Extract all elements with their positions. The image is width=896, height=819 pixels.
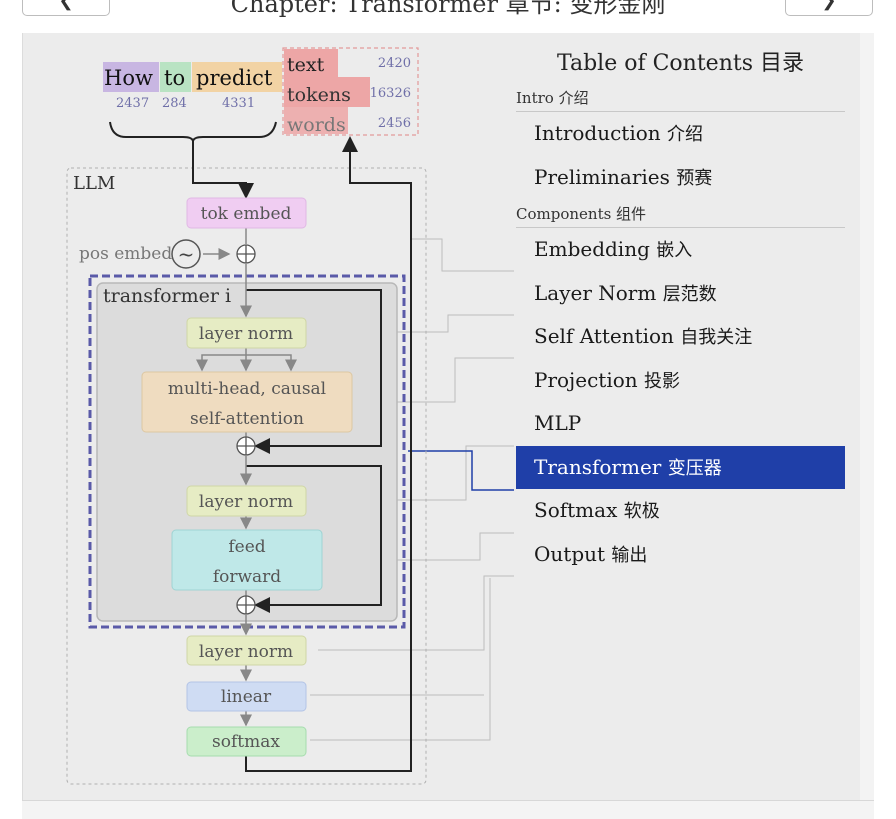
linear-block[interactable]: linear	[186, 681, 307, 712]
bottom-strip	[22, 800, 874, 819]
attention-label-line1: multi-head, causal	[168, 379, 326, 399]
ffn-label-line2: forward	[213, 567, 281, 587]
output-probabilities: text tokens words 2420 16326 2456	[282, 47, 419, 136]
toc-item-transformer[interactable]: Transformer 变压器	[516, 445, 845, 489]
token-id: 284	[162, 96, 187, 111]
input-word-box	[192, 62, 282, 92]
toc-section-components: Components 组件	[516, 201, 845, 228]
ffn-label-line1: feed	[228, 537, 265, 557]
pos-embed-icon: ~	[171, 239, 201, 269]
pos-embed-label: pos embed	[79, 244, 172, 264]
output-label: tokens	[287, 84, 351, 106]
output-bar	[284, 107, 348, 134]
layer-norm-label: layer norm	[199, 492, 293, 512]
flow-lines	[192, 136, 412, 772]
output-label: words	[287, 114, 346, 136]
toc-item-label: Transformer	[534, 454, 662, 479]
input-word: to	[164, 66, 185, 90]
toc-item-label-zh: 软极	[623, 501, 660, 522]
toc-item-label: MLP	[534, 411, 582, 435]
llm-label: LLM	[73, 173, 115, 194]
layer-norm-block[interactable]: layer norm	[186, 485, 307, 517]
output-bar	[284, 77, 370, 107]
toc-item-preliminaries[interactable]: Preliminaries 预赛	[516, 156, 845, 200]
toc-item-label: Projection	[534, 367, 638, 392]
toc-item-label: Introduction	[534, 121, 661, 145]
toc-item-projection[interactable]: Projection 投影	[516, 359, 845, 403]
add-icon	[236, 595, 256, 615]
toc-item-self-attention[interactable]: Self Attention 自我关注	[516, 315, 845, 359]
input-word: predict	[196, 66, 273, 90]
toc-item-label: Self Attention	[534, 324, 674, 348]
tok-embed-label: tok embed	[201, 204, 292, 224]
toc-item-output[interactable]: Output 输出	[516, 533, 845, 577]
output-label: text	[287, 54, 325, 76]
token-id: 2437	[116, 96, 149, 111]
toc-item-layer-norm[interactable]: Layer Norm 层范数	[516, 272, 845, 316]
add-icon	[236, 244, 256, 264]
svg-text:~: ~	[178, 242, 195, 266]
panel-edge	[860, 33, 874, 800]
toc-item-label-zh: 自我关注	[680, 327, 753, 348]
token-id: 4331	[222, 96, 255, 111]
toc-item-label: Layer Norm	[534, 280, 657, 305]
attention-label-line2: self-attention	[190, 409, 304, 429]
chevron-right-icon: ❯	[821, 0, 837, 11]
output-count: 2420	[378, 56, 411, 71]
softmax-label: softmax	[212, 732, 280, 752]
gray-flow-lines	[196, 228, 297, 727]
linear-label: linear	[221, 687, 272, 707]
table-of-contents: Table of Contents 目录 Intro 介绍 Introducti…	[516, 45, 845, 576]
toc-section-intro: Intro 介绍	[516, 85, 845, 112]
input-brace	[109, 121, 277, 142]
prev-chapter-button[interactable]: ❮	[22, 0, 110, 16]
toc-item-label: Softmax	[534, 498, 618, 522]
toc-item-embedding[interactable]: Embedding 嵌入	[516, 228, 845, 272]
toc-item-label: Preliminaries	[534, 164, 670, 189]
toc-item-softmax[interactable]: Softmax 软极	[516, 489, 845, 533]
toc-item-mlp[interactable]: MLP	[516, 402, 845, 446]
toc-item-label-zh: 预赛	[676, 167, 713, 189]
input-word-box	[160, 62, 191, 92]
toc-item-label-zh: 输出	[611, 544, 648, 566]
feed-forward-block[interactable]: feed forward	[171, 529, 323, 591]
final-layer-norm-block[interactable]: layer norm	[186, 635, 307, 666]
output-bar	[284, 49, 338, 77]
toc-item-label-zh: 投影	[644, 370, 681, 392]
input-word: How	[104, 66, 153, 90]
tok-embed-block[interactable]: tok embed	[186, 197, 307, 229]
chevron-left-icon: ❮	[58, 0, 74, 11]
toc-item-label-zh: 变压器	[667, 457, 722, 479]
top-bar: ❮ Chapter: Transformer 章节: 变形金刚 ❯	[0, 0, 896, 32]
add-icon	[236, 436, 256, 456]
layer-norm-label: layer norm	[199, 324, 293, 344]
output-count: 16326	[370, 86, 411, 101]
active-connector-line	[408, 450, 514, 491]
transformer-block-label: transformer i	[103, 285, 231, 307]
softmax-block[interactable]: softmax	[186, 726, 307, 757]
toc-item-label: Output	[534, 541, 606, 566]
chapter-title: Chapter: Transformer 章节: 变形金刚	[230, 0, 666, 18]
toc-item-label-zh: 嵌入	[656, 240, 693, 261]
input-tokens: How to predict 2437 284 4331	[103, 62, 282, 111]
next-chapter-button[interactable]: ❯	[785, 0, 873, 16]
toc-item-label-zh: 层范数	[662, 283, 717, 305]
self-attention-block[interactable]: multi-head, causal self-attention	[141, 371, 353, 433]
toc-item-label-zh: 介绍	[667, 124, 704, 145]
input-word-box	[103, 62, 159, 92]
toc-item-introduction[interactable]: Introduction 介绍	[516, 112, 845, 156]
layer-norm-block[interactable]: layer norm	[186, 317, 307, 349]
toc-item-label: Embedding	[534, 237, 650, 261]
llm-container	[66, 167, 427, 785]
toc-title: Table of Contents 目录	[557, 51, 804, 76]
layer-norm-label: layer norm	[199, 642, 293, 662]
output-count: 2456	[378, 116, 411, 131]
